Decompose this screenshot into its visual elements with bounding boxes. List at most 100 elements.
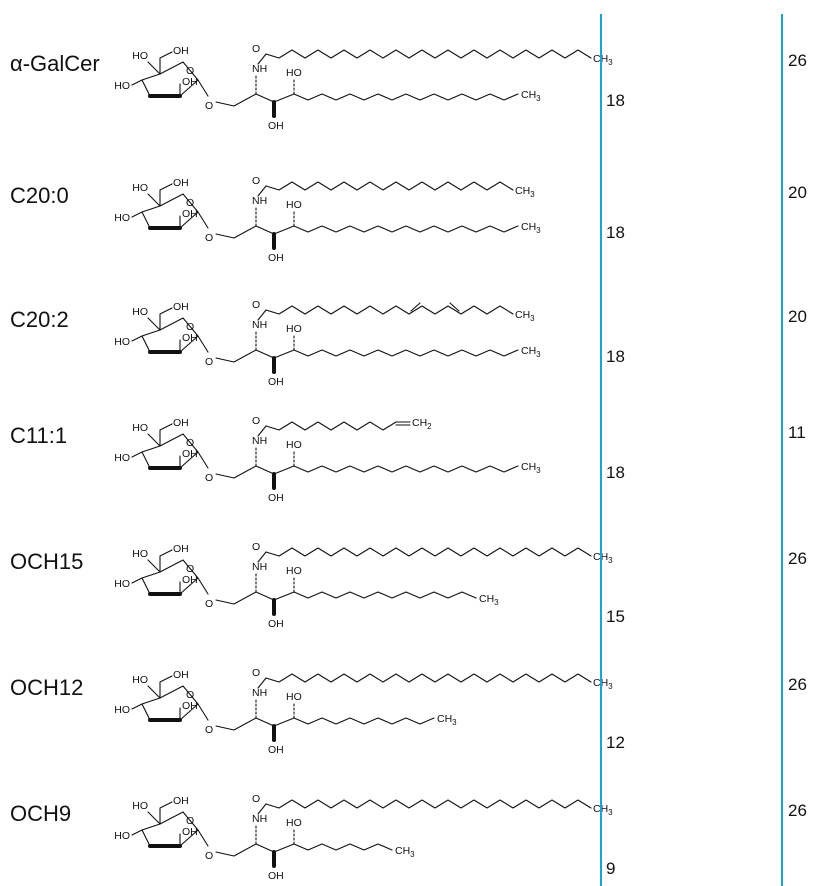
- hydroxyl-label: HO: [114, 336, 130, 348]
- ring-oxygen: O: [186, 815, 194, 827]
- carbonyl-oxygen: O: [252, 299, 260, 311]
- c3-oh-bond: [131, 577, 143, 584]
- ch2oh-bond: [159, 307, 173, 331]
- hydroxyl-label: OH: [173, 543, 189, 555]
- ring-oxygen: O: [186, 689, 194, 701]
- molecule-name: C20:0: [10, 183, 69, 208]
- amide-bond: [257, 309, 267, 321]
- hydroxyl-label: HO: [132, 182, 148, 194]
- acyl-chain: [265, 421, 397, 431]
- hydroxyl-label: HO: [132, 674, 148, 686]
- acyl-terminal-methyl: CH3: [593, 551, 613, 565]
- glycosidic-oxygen: O: [205, 356, 213, 368]
- acyl-carbon-count: 26: [788, 51, 807, 70]
- glycosidic-bond: [197, 79, 209, 97]
- molecule-rows: α-GalCerOHHOHOOHOONHOHHOOCH3CH31826C20:0…: [10, 43, 807, 882]
- amide-bond: [257, 425, 267, 437]
- hydroxyl-label: OH: [268, 618, 284, 630]
- base-terminal-methyl: CH3: [437, 713, 457, 727]
- base-terminal-methyl: CH3: [479, 593, 499, 607]
- sphingoid-head-bonds: [215, 717, 295, 731]
- amide-bond: [257, 677, 267, 689]
- acyl-chain: [265, 547, 592, 557]
- hydroxyl-label: HO: [286, 817, 302, 829]
- c3-oh-bond: [131, 335, 143, 342]
- glycosidic-oxygen: O: [205, 100, 213, 112]
- sphingoid-head-bonds: [215, 225, 295, 239]
- hydroxyl-label: OH: [173, 45, 189, 57]
- acyl-chain: [265, 305, 514, 315]
- acyl-carbon-count: 11: [788, 423, 806, 442]
- c4-oh-bond: [147, 811, 161, 825]
- base-terminal-methyl: CH3: [521, 461, 541, 475]
- nh-label: NH: [252, 195, 267, 207]
- acyl-carbon-count: 20: [788, 183, 807, 202]
- hydroxyl-label: HO: [114, 830, 130, 842]
- sphingoid-chain: [293, 843, 393, 851]
- hydroxyl-label: OH: [173, 795, 189, 807]
- hydroxyl-label: HO: [132, 548, 148, 560]
- nh-label: NH: [252, 813, 267, 825]
- nh-label: NH: [252, 435, 267, 447]
- glycosidic-bond: [197, 335, 209, 353]
- glycosidic-bond: [197, 703, 209, 721]
- sphingoid-head-bonds: [215, 93, 295, 107]
- base-carbon-count: 18: [606, 347, 625, 366]
- hydroxyl-label: HO: [132, 422, 148, 434]
- molecule-row: OCH15OHHOHOOHOONHOHHOOCH3CH31526: [10, 541, 807, 630]
- acyl-chain: [265, 673, 592, 683]
- acyl-terminal-methyl: CH3: [593, 803, 613, 817]
- double-bond: [449, 302, 460, 312]
- hydroxyl-label: OH: [182, 208, 198, 220]
- ring-oxygen: O: [186, 197, 194, 209]
- sphingoid-chain: [293, 465, 519, 473]
- amide-bond: [257, 551, 267, 563]
- acyl-carbon-count: 20: [788, 307, 807, 326]
- ch2oh-bond: [159, 801, 173, 825]
- amide-bond: [257, 53, 267, 65]
- ch2oh-bond: [159, 549, 173, 573]
- hydroxyl-label: HO: [286, 199, 302, 211]
- c3-oh-bond: [131, 829, 143, 836]
- c3-oh-bond: [131, 79, 143, 86]
- base-carbon-count: 18: [606, 463, 625, 482]
- hydroxyl-label: OH: [268, 252, 284, 264]
- hydroxyl-label: OH: [182, 448, 198, 460]
- hydroxyl-label: OH: [173, 301, 189, 313]
- hydroxyl-label: OH: [173, 669, 189, 681]
- terminal-double-bond: [395, 421, 411, 426]
- acyl-terminal-methyl: CH3: [593, 53, 613, 67]
- hydroxyl-label: HO: [114, 80, 130, 92]
- glycosidic-oxygen: O: [205, 724, 213, 736]
- molecule-row: OCH9OHHOHOOHOONHOHHOOCH3CH3926: [10, 793, 807, 882]
- glycosidic-oxygen: O: [205, 232, 213, 244]
- hydroxyl-label: HO: [132, 800, 148, 812]
- molecule-name: OCH9: [10, 801, 71, 826]
- c4-oh-bond: [147, 559, 161, 573]
- carbonyl-oxygen: O: [252, 793, 260, 805]
- double-bond: [410, 302, 421, 312]
- carbonyl-oxygen: O: [252, 541, 260, 553]
- ch2oh-bond: [159, 423, 173, 447]
- hydroxyl-label: OH: [173, 177, 189, 189]
- c3-oh-bond: [131, 211, 143, 218]
- base-carbon-count: 9: [606, 859, 615, 878]
- hydroxyl-label: HO: [132, 306, 148, 318]
- hydroxyl-label: HO: [286, 67, 302, 79]
- carbonyl-oxygen: O: [252, 43, 260, 55]
- acyl-chain: [265, 49, 592, 59]
- hydroxyl-label: HO: [114, 212, 130, 224]
- c4-oh-bond: [147, 193, 161, 207]
- c4-oh-bond: [147, 685, 161, 699]
- c3-oh-bond: [131, 703, 143, 710]
- acyl-carbon-count: 26: [788, 549, 807, 568]
- ch2oh-bond: [159, 183, 173, 207]
- hydroxyl-label: HO: [286, 565, 302, 577]
- glycosidic-oxygen: O: [205, 850, 213, 862]
- amide-bond: [257, 803, 267, 815]
- amide-bond: [257, 185, 267, 197]
- sphingoid-chain: [293, 225, 519, 233]
